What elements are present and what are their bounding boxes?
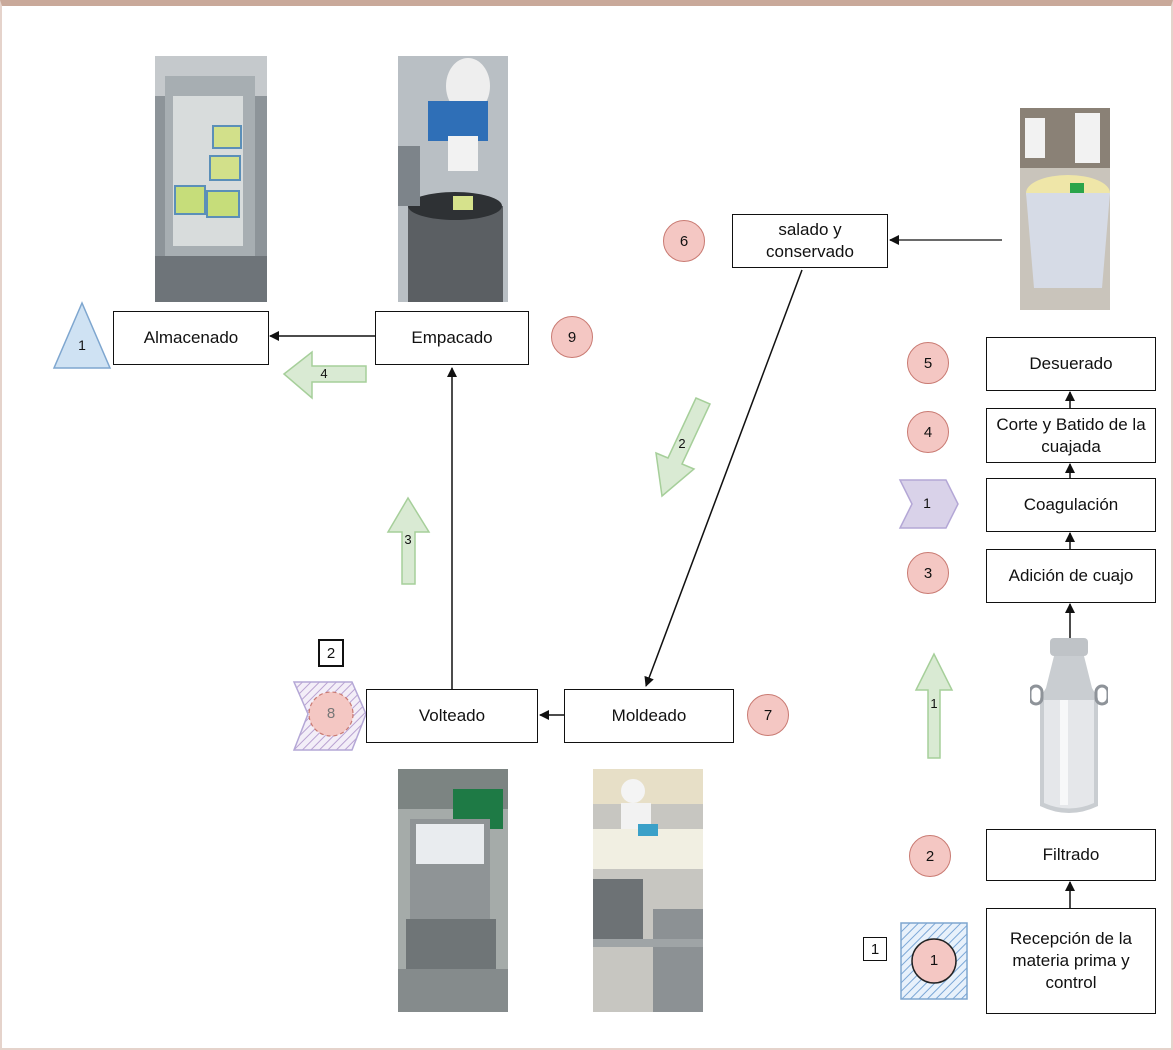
molding-table-photo bbox=[593, 769, 703, 1012]
step-empacado: Empacado bbox=[375, 311, 529, 365]
operation-4: 4 bbox=[907, 411, 949, 453]
recepcion-circle-label: 1 bbox=[929, 952, 939, 969]
step-desuerado: Desuerado bbox=[986, 337, 1156, 391]
inspection-number-recepcion: 1 bbox=[863, 937, 887, 961]
transport-1-label: 1 bbox=[930, 696, 938, 711]
operation-6: 6 bbox=[663, 220, 705, 262]
step-adicion: Adición de cuajo bbox=[986, 549, 1156, 603]
step-filtrado: Filtrado bbox=[986, 829, 1156, 881]
step-recepcion: Recepción de la materia prima y control bbox=[986, 908, 1156, 1014]
milk-can-photo bbox=[1030, 638, 1108, 820]
turning-molds-photo bbox=[398, 769, 508, 1012]
step-volteado: Volteado bbox=[366, 689, 538, 743]
storage-label: 1 bbox=[78, 337, 86, 353]
step-salado: salado y conservado bbox=[732, 214, 888, 268]
storage-triangle-icon bbox=[52, 301, 112, 369]
operation-2: 2 bbox=[909, 835, 951, 877]
operation-9: 9 bbox=[551, 316, 593, 358]
storage-shelf-photo bbox=[155, 56, 267, 302]
salting-vat-photo bbox=[1020, 108, 1110, 310]
step-almacenado: Almacenado bbox=[113, 311, 269, 365]
step-coagulacion: Coagulación bbox=[986, 478, 1156, 532]
operation-5: 5 bbox=[907, 342, 949, 384]
transport-4-label: 4 bbox=[320, 366, 328, 381]
volteado-circle-label: 8 bbox=[326, 705, 336, 722]
operation-7: 7 bbox=[747, 694, 789, 736]
step-corte: Corte y Batido de la cuajada bbox=[986, 408, 1156, 463]
arrow-salado-moldeado bbox=[644, 269, 803, 687]
step-moldeado: Moldeado bbox=[564, 689, 734, 743]
operation-3: 3 bbox=[907, 552, 949, 594]
inspection-number-volteado: 2 bbox=[318, 639, 344, 667]
transport-2-label: 2 bbox=[678, 436, 686, 451]
transport-3-label: 3 bbox=[404, 532, 412, 547]
delay-coagulacion-label: 1 bbox=[923, 495, 931, 511]
packing-worker-photo bbox=[398, 56, 508, 302]
